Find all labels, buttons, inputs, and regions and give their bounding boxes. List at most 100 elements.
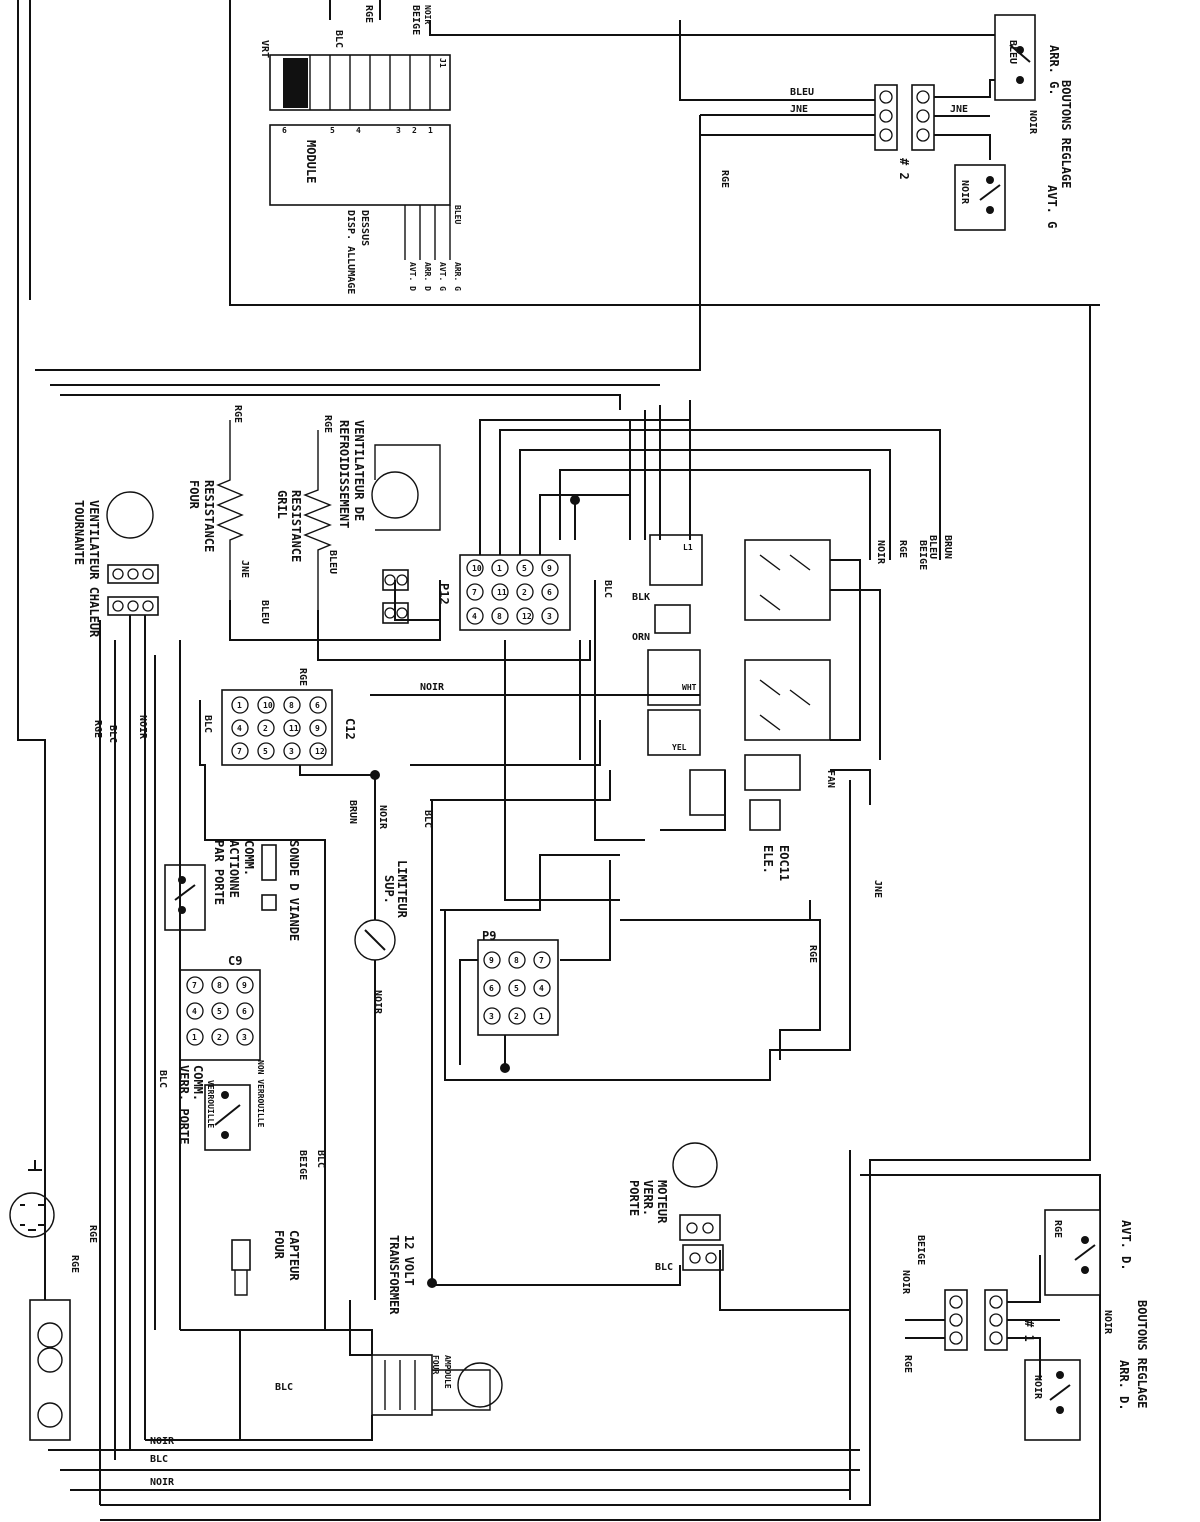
p12-pin: [466, 607, 484, 625]
module-pin-6: 6: [282, 126, 287, 135]
ampoule-line2: FOUR: [431, 1355, 440, 1374]
boutons-bottom-wire-5: RGE: [1052, 1220, 1063, 1238]
p9-pin: [508, 1007, 526, 1025]
capteur-line1: CAPTEUR: [287, 1230, 301, 1281]
c12-pin-label: 6: [315, 701, 320, 710]
module-pin-1: 1: [428, 126, 433, 135]
c9-pin: [236, 1028, 254, 1046]
p9-pin-label: 1: [539, 1012, 544, 1021]
p12-pin: [491, 583, 509, 601]
comm-verr-inner: VERROUILLE: [206, 1080, 215, 1128]
ampoule-line1: AMPOULE: [443, 1355, 452, 1389]
resistance-four-line2: FOUR: [187, 480, 201, 510]
relay-orn: ORN: [632, 632, 650, 643]
wire-label-rge-4: RGE: [807, 945, 818, 963]
wire-label-rge-6: RGE: [69, 1255, 80, 1273]
boutons-top-wire-2: NOIR: [1027, 110, 1038, 135]
p12-pin-label: 6: [547, 588, 552, 597]
c12-pin: [309, 719, 327, 737]
wire-label-bleu-2: BLEU: [259, 600, 270, 624]
p12-pin-label: 4: [472, 612, 477, 621]
vent-tournant-line1: VENTILATEUR CHALEUR: [87, 500, 101, 638]
p12-pin-label: 11: [497, 588, 507, 597]
ventilateur-chaleur-tournante: VENTILATEUR CHALEUR TOURNANTE: [72, 491, 159, 638]
p12-pin: [516, 607, 534, 625]
wire-label-noir-4: NOIR: [372, 990, 383, 1015]
vent-tournant-line2: TOURNANTE: [72, 500, 86, 565]
power-plug: [9, 1160, 71, 1441]
junction-dots: [370, 495, 580, 1288]
wire-label-noir-1: NOIR: [420, 682, 445, 693]
c9-pin-label: 5: [217, 1007, 222, 1016]
p9-pin-label: 2: [514, 1012, 519, 1021]
wire-label-noir-3: NOIR: [377, 805, 388, 830]
outer-harness: [17, 0, 1101, 1521]
module-disp-line1: DISP. ALLUMAGE: [345, 210, 356, 294]
boutons-bottom-wire-3: NOIR: [1102, 1310, 1113, 1335]
module-legend-1: AVT. G: [438, 262, 447, 291]
c9-pin: [211, 1028, 229, 1046]
wire-label-bleu: BLEU: [927, 535, 938, 559]
wire-label-brun: BRUN: [347, 800, 358, 824]
p12-pin: [541, 583, 559, 601]
wire-label-brun-2: BRUN: [942, 535, 953, 559]
boutons-top-avt: AVT. G: [1045, 185, 1059, 228]
module-strip-label-5: J1: [438, 58, 447, 68]
p9-pin: [483, 951, 501, 969]
module-pin-4: 4: [356, 126, 361, 135]
module-legend-3: AVT. D: [408, 262, 417, 291]
p9-pin: [508, 951, 526, 969]
p9-pin: [533, 1007, 551, 1025]
c12-pin-label: 7: [237, 747, 242, 756]
p12-pin-label: 3: [547, 612, 552, 621]
c12-pin-label: 10: [263, 701, 273, 710]
relay-l1: L1: [683, 543, 693, 552]
c9-pin: [211, 976, 229, 994]
c12-pin: [309, 696, 327, 714]
p9-pin: [533, 979, 551, 997]
boutons-top-num: # 2: [897, 158, 911, 180]
p9-pin: [483, 1007, 501, 1025]
module-pin-5: 5: [330, 126, 335, 135]
vent-refroid-line1: VENTILATEUR DE: [352, 420, 366, 521]
transformer-12v: 12 VOLT TRANSFORMER AMPOULE FOUR: [371, 1235, 503, 1416]
wire-label-rge-2: RGE: [719, 170, 730, 188]
wire-label-blc-4: BLC: [602, 580, 613, 598]
moteur-line3: PORTE: [627, 1180, 641, 1216]
wire-label-blc-8: BLC: [157, 1070, 168, 1088]
wire-label-rge-5: RGE: [87, 1225, 98, 1243]
module-title: MODULE: [304, 140, 318, 183]
c9-pin: [186, 976, 204, 994]
moteur-line2: VERR.: [641, 1180, 655, 1216]
transformer-line2: TRANSFORMER: [387, 1235, 401, 1315]
c12-pin-label: 12: [315, 747, 325, 756]
comm-porte-line3: PAR PORTE: [212, 840, 226, 905]
boutons-bottom-num: # 1: [1022, 1320, 1036, 1342]
limiteur-sup: LIMITEUR SUP.: [354, 860, 409, 961]
boutons-bottom-title: BOUTONS REGLAGE: [1135, 1300, 1149, 1408]
wire-labels: NOIR RGE BLC NOIR BLC BRUN NOIR BLC NOIR…: [69, 170, 953, 1488]
p9-pin-label: 8: [514, 956, 519, 965]
c12-pin-label: 1: [237, 701, 242, 710]
c9-pin-label: 2: [217, 1033, 222, 1042]
c12-pin: [231, 742, 249, 760]
capteur-line2: FOUR: [272, 1230, 286, 1260]
p12-pin: [541, 559, 559, 577]
c9-pin: [186, 1028, 204, 1046]
c12-pin-label: 3: [289, 747, 294, 756]
comm-verr-inner2: NON VERROUILLE: [256, 1060, 265, 1128]
wire-label-jne: JNE: [872, 880, 883, 898]
module-strip-label-3: BEIGE: [410, 5, 421, 35]
c9-pin-label: 3: [242, 1033, 247, 1042]
moteur-verr-porte: MOTEUR VERR. PORTE: [627, 1142, 724, 1271]
p12-pin-label: 8: [497, 612, 502, 621]
boutons-top-wire-5: JNE: [950, 104, 968, 115]
internal-wiring: [99, 400, 941, 1505]
relay-blk: BLK: [632, 592, 650, 603]
module-strip-label-0: VRT: [259, 40, 270, 58]
boutons-reglage-bottom: AVT. D. BOUTONS REGLAGE ARR. D. # 1 BEIG…: [900, 1209, 1149, 1441]
module-legend-2: ARR. D: [423, 262, 432, 291]
wire-label-noir-2: NOIR: [137, 715, 148, 740]
